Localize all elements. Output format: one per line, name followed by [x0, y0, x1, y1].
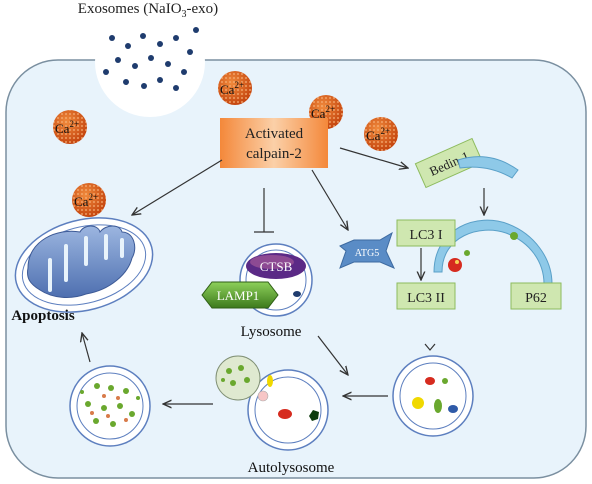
mitochondrion [14, 217, 154, 313]
atg5-label: ATG5 [355, 248, 379, 259]
cargo-red [448, 258, 462, 272]
lysosome: CTSB [239, 243, 313, 317]
exosome-label: Exosomes (NaIO3-exo) [78, 1, 218, 20]
lc3-i-box: LC3 I [396, 219, 456, 247]
svg-text:Ca2+: Ca2+ [55, 119, 79, 136]
svg-text:LC3 I: LC3 I [409, 228, 442, 243]
apoptosis-label: Apoptosis [11, 308, 75, 324]
calcium-ion: Ca2+ [364, 117, 398, 151]
exosome-cluster [95, 7, 205, 117]
degraded-vesicle [69, 365, 151, 447]
autolysosome [215, 355, 329, 451]
cargo-green [510, 232, 518, 240]
lc3-ii-box: LC3 II [396, 282, 456, 310]
inhibition-calpain-to-lysosome [254, 188, 274, 233]
calcium-ion: Ca2+ [72, 183, 106, 217]
atg5-protein: ATG5 [339, 231, 396, 269]
arrow-calpain-to-beclin [339, 147, 408, 168]
svg-text:LC3 II: LC3 II [407, 291, 445, 306]
svg-text:Ca2+: Ca2+ [311, 104, 335, 121]
autophagosome [392, 355, 474, 437]
lysosome-label: Lysosome [241, 324, 302, 340]
lamp1-marker: LAMP1 [201, 281, 279, 309]
svg-text:Ca2+: Ca2+ [220, 80, 244, 97]
svg-text:Ca2+: Ca2+ [366, 126, 390, 143]
calpain-box: Activated calpain-2 [220, 118, 328, 168]
svg-text:Ca2+: Ca2+ [74, 192, 98, 209]
exosome-dots [103, 27, 199, 91]
svg-text:P62: P62 [525, 291, 547, 306]
cargo-green [464, 250, 470, 256]
phagophore-fragment [457, 156, 519, 179]
calpain-label-line2: calpain-2 [246, 146, 302, 162]
arrow-vesicle-to-apoptosis [82, 333, 91, 363]
calpain-label-line1: Activated [245, 126, 304, 142]
p62-box: P62 [510, 282, 562, 310]
arrow-to-autophagosome [424, 343, 436, 351]
autolysosome-label: Autolysosome [248, 460, 335, 476]
calcium-ion: Ca2+ [218, 71, 252, 105]
calcium-ion: Ca2+ [53, 110, 87, 144]
lamp1-label: LAMP1 [217, 288, 260, 303]
ctsb-label: CTSB [260, 259, 293, 274]
arrow-lysosome-to-autolysosome [317, 335, 348, 375]
arrow-calpain-to-mitochondrion [132, 159, 223, 215]
arrow-calpain-to-atg5 [311, 169, 348, 230]
